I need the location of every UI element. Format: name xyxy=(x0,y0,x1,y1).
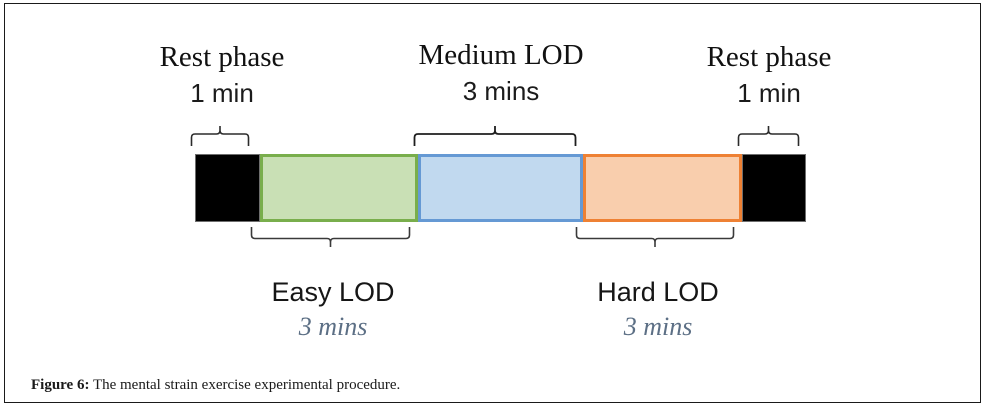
figure-frame: Rest phase 1 min Medium LOD 3 mins Rest … xyxy=(4,3,981,403)
figure-caption: Figure 6: The mental strain exercise exp… xyxy=(31,376,400,395)
bottom-label-hard-lod: Hard LOD 3 mins xyxy=(578,276,738,343)
segment-medium-lod[interactable] xyxy=(418,154,583,222)
segment-rest-phase-right[interactable] xyxy=(742,154,806,222)
medium-lod-duration: 3 mins xyxy=(462,76,540,106)
brace-medium-lod xyxy=(409,125,585,147)
easy-lod-title: Easy LOD xyxy=(271,277,395,307)
brace-rest-phase-left xyxy=(186,125,256,147)
top-label-medium-lod: Medium LOD 3 mins xyxy=(411,38,591,107)
easy-lod-duration: 3 mins xyxy=(298,312,368,341)
top-label-rest-phase-left: Rest phase 1 min xyxy=(142,40,302,109)
segment-easy-lod[interactable] xyxy=(260,154,418,222)
rest-phase-right-title: Rest phase xyxy=(706,41,832,73)
figure-caption-label: Figure 6: xyxy=(31,377,90,393)
medium-lod-title: Medium LOD xyxy=(418,39,584,71)
hard-lod-duration: 3 mins xyxy=(623,312,693,341)
figure-caption-text: The mental strain exercise experimental … xyxy=(89,377,401,393)
hard-lod-title: Hard LOD xyxy=(597,277,719,307)
segment-rest-phase-left[interactable] xyxy=(195,154,260,222)
brace-hard-lod xyxy=(571,226,745,250)
timeline-bar xyxy=(195,154,806,222)
rest-phase-right-duration: 1 min xyxy=(737,78,801,108)
brace-easy-lod xyxy=(246,226,420,250)
bottom-label-easy-lod: Easy LOD 3 mins xyxy=(253,276,413,343)
brace-rest-phase-right xyxy=(733,125,807,147)
rest-phase-left-title: Rest phase xyxy=(159,41,285,73)
rest-phase-left-duration: 1 min xyxy=(190,78,254,108)
segment-hard-lod[interactable] xyxy=(583,154,742,222)
top-label-rest-phase-right: Rest phase 1 min xyxy=(689,40,849,109)
